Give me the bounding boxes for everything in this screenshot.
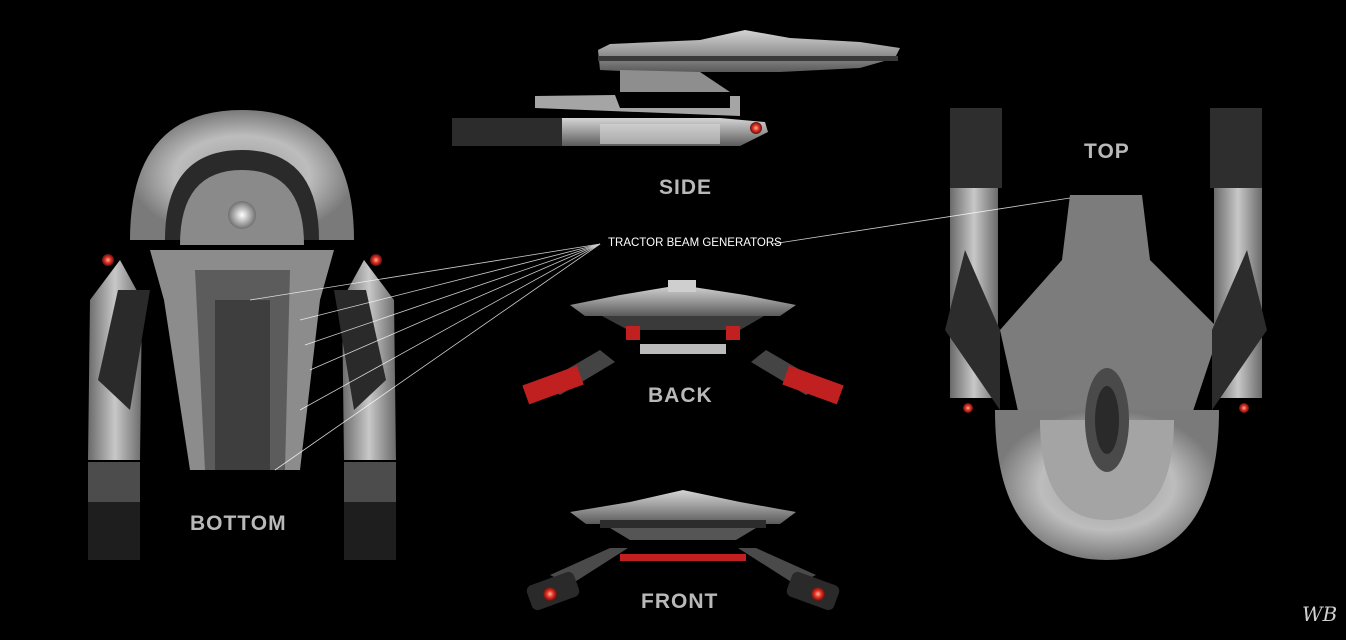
artist-signature: WB bbox=[1302, 602, 1338, 626]
top-view-label: TOP bbox=[1084, 140, 1130, 163]
back-view-label: BACK bbox=[648, 384, 713, 407]
side-view-label: SIDE bbox=[659, 176, 713, 199]
bottom-view-ship bbox=[88, 110, 396, 560]
front-view-label: FRONT bbox=[641, 590, 719, 613]
bottom-view-label: BOTTOM bbox=[190, 512, 287, 535]
side-view-ship bbox=[452, 30, 900, 146]
callout-lines bbox=[249, 197, 1071, 471]
tractor-beam-callout: TRACTOR BEAM GENERATORS bbox=[608, 237, 782, 249]
front-view-ship bbox=[526, 490, 840, 611]
back-view-ship bbox=[522, 280, 844, 405]
top-view-ship bbox=[945, 108, 1267, 560]
